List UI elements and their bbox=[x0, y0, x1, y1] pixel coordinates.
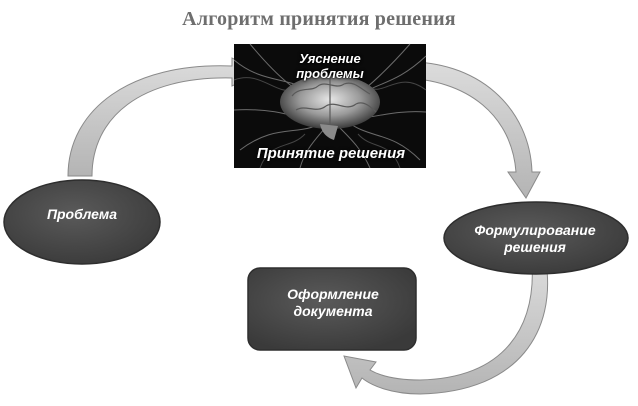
problem-text: Проблема bbox=[46, 206, 118, 222]
node-formulate-label: Формулирование решения bbox=[440, 222, 630, 256]
node-problem-label: Проблема bbox=[12, 206, 152, 223]
decision-label: Принятие решения bbox=[256, 145, 406, 162]
clarify-label: Уяснение проблемы bbox=[250, 51, 410, 81]
formulate-text-line1: Формулирование bbox=[474, 222, 596, 238]
node-problem bbox=[3, 179, 161, 265]
clarify-text-line2: проблемы bbox=[296, 66, 364, 81]
document-text-line2: документа bbox=[293, 303, 373, 319]
brain-image bbox=[233, 43, 427, 169]
clarify-text-line1: Уяснение bbox=[299, 51, 361, 66]
arrow-formulate-to-document bbox=[343, 261, 549, 395]
node-document bbox=[247, 267, 417, 351]
node-document-label: Оформление документа bbox=[248, 286, 418, 320]
formulate-text-line2: решения bbox=[504, 239, 566, 255]
diagram-title: Алгоритм принятия решения bbox=[182, 8, 456, 30]
arrow-problem-to-clarify bbox=[67, 57, 264, 177]
document-text-line1: Оформление bbox=[287, 286, 379, 302]
node-formulate bbox=[443, 201, 629, 275]
